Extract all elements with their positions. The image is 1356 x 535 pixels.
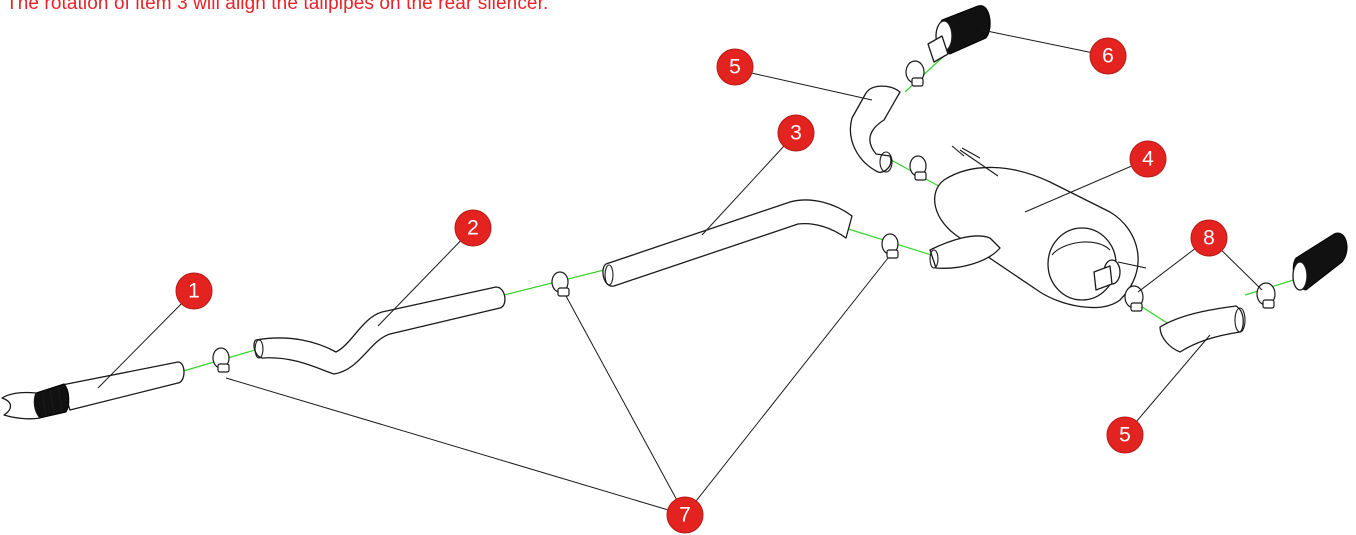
callout-5-upper: 5 (716, 48, 754, 86)
callout-1: 1 (175, 272, 213, 310)
part-5-upper-bend (849, 85, 901, 173)
callout-6-label: 6 (1102, 45, 1114, 68)
callout-5-lower-label: 5 (1119, 424, 1131, 447)
part-2-mid-pipe (253, 286, 506, 375)
part-4-rear-silencer (929, 145, 1147, 309)
leader-lines (97, 29, 1263, 516)
callout-4-label: 4 (1142, 148, 1154, 171)
part-7-clamps (212, 60, 927, 373)
callout-2-label: 2 (467, 217, 479, 240)
part-3-long-pipe (602, 199, 853, 287)
part-5-lower-bend (1159, 305, 1246, 353)
clamp-5 (909, 155, 927, 181)
callout-7-label: 7 (679, 504, 691, 527)
clamp-8a (1124, 285, 1144, 312)
clamp-2 (551, 271, 570, 297)
callout-5-lower: 5 (1106, 416, 1144, 454)
callout-2: 2 (454, 209, 492, 247)
part-6-tailpipe-tip-lower (1292, 232, 1348, 291)
callout-5-upper-label: 5 (729, 56, 741, 79)
part-1-front-pipe (1, 361, 185, 420)
clamp-4 (905, 60, 925, 87)
clamp-8b (1256, 282, 1276, 309)
callout-6: 6 (1089, 37, 1127, 75)
installation-note: The rotation of item 3 will align the ta… (6, 0, 549, 14)
callout-3: 3 (777, 114, 815, 152)
clamp-3 (881, 233, 899, 259)
clamp-1 (212, 347, 230, 373)
callout-3-label: 3 (790, 122, 802, 145)
callout-7: 7 (666, 496, 704, 534)
part-6-tailpipe-tip-upper (927, 5, 991, 63)
callout-1-label: 1 (188, 280, 200, 303)
callout-8-label: 8 (1203, 227, 1215, 250)
callout-8: 8 (1190, 219, 1228, 257)
part-8-clamps (1124, 282, 1276, 312)
alignment-axes (179, 54, 1301, 373)
callout-4: 4 (1129, 140, 1167, 178)
